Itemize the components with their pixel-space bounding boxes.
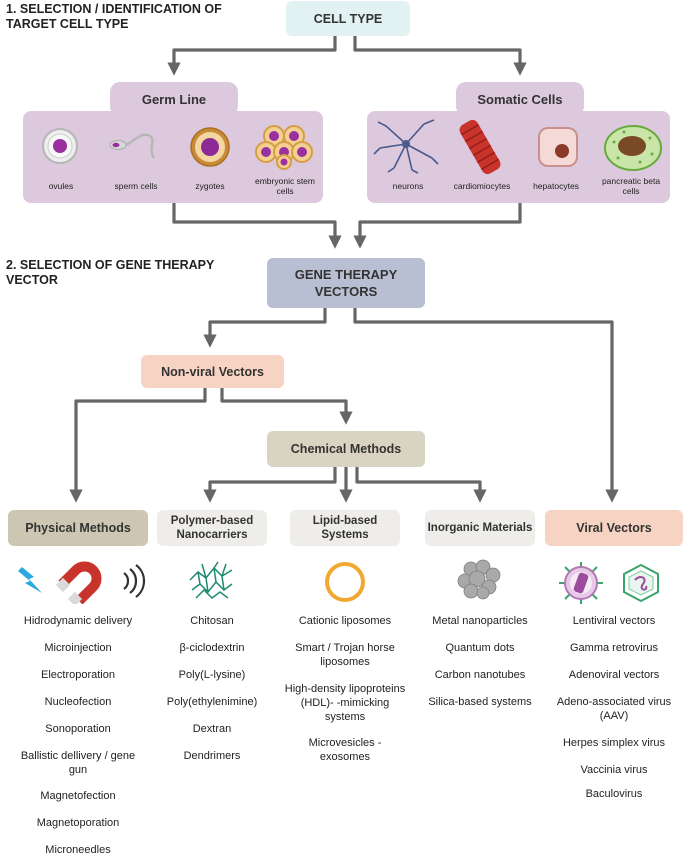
somatic-cell-label: pancreatic beta cells bbox=[601, 176, 661, 196]
germ-cell-label: sperm cells bbox=[114, 181, 158, 191]
somatic-cell-label: cardiomiocytes bbox=[453, 181, 511, 191]
arrow-to-polymer bbox=[203, 467, 337, 503]
physical-method-item: Ballistic dellivery / gene gun bbox=[20, 750, 136, 776]
polymer-item: Chitosan bbox=[190, 615, 234, 627]
cardiomyocyte-icon bbox=[459, 119, 501, 175]
viral-vector-item: Baculovirus bbox=[585, 788, 643, 800]
arrow-germ-to-vectors bbox=[172, 203, 342, 249]
non-viral-vectors-box: Non-viral Vectors bbox=[141, 355, 284, 388]
arrow-to-germ-line bbox=[167, 35, 337, 76]
lightning-icon bbox=[18, 567, 42, 593]
polymer-nanocarriers-box: Polymer-based Nanocarriers bbox=[157, 510, 267, 546]
embryonic-stem-cells-icon bbox=[255, 125, 313, 170]
arrow-to-inorganic bbox=[355, 467, 487, 503]
inorganic-item: Silica-based systems bbox=[428, 696, 532, 708]
arrow-to-non-viral bbox=[203, 308, 327, 348]
neuron-icon bbox=[373, 119, 439, 174]
viral-vector-item: Vaccinia virus bbox=[580, 764, 648, 776]
polymer-item: Dendrimers bbox=[183, 750, 241, 762]
physical-methods-box: Physical Methods bbox=[8, 510, 148, 546]
nanoparticle-cluster-icon bbox=[457, 559, 501, 600]
gene-therapy-vectors-box: GENE THERAPY VECTORS bbox=[267, 258, 425, 308]
chemical-methods-box: Chemical Methods bbox=[267, 431, 425, 467]
physical-method-item: Nucleofection bbox=[44, 696, 112, 708]
physical-method-item: Microneedles bbox=[45, 844, 111, 856]
lipid-systems-box: Lipid-based Systems bbox=[290, 510, 400, 546]
inorganic-item: Carbon nanotubes bbox=[434, 669, 526, 681]
physical-method-item: Microinjection bbox=[44, 642, 112, 654]
somatic-cell-label: hepatocytes bbox=[533, 181, 579, 191]
magnet-icon bbox=[56, 561, 102, 604]
arrow-to-viral bbox=[353, 308, 619, 503]
physical-method-item: Hidrodynamic delivery bbox=[23, 615, 133, 627]
pancreatic-beta-cell-icon bbox=[604, 125, 662, 171]
germ-cell-label: ovules bbox=[48, 181, 74, 191]
polymer-item: β-ciclodextrin bbox=[179, 642, 245, 654]
germ-line-title: Germ Line bbox=[110, 82, 238, 116]
lentivirus-icon bbox=[559, 562, 603, 604]
adenovirus-icon bbox=[623, 563, 659, 603]
zygote-icon bbox=[190, 127, 230, 167]
germ-cell-label: embryonic stem cells bbox=[255, 176, 315, 196]
lipid-item: High-density lipoproteins (HDL)- -mimick… bbox=[284, 683, 406, 723]
germ-cell-label: zygotes bbox=[195, 181, 225, 191]
inorganic-item: Quantum dots bbox=[445, 642, 515, 654]
polymer-network-icon bbox=[189, 561, 233, 599]
arrow-somatic-to-vectors bbox=[353, 203, 522, 249]
physical-method-item: Magnetoporation bbox=[36, 817, 120, 829]
physical-method-item: Magnetofection bbox=[40, 790, 116, 802]
lipid-item: Cationic liposomes bbox=[298, 615, 392, 627]
viral-vector-item: Adenoviral vectors bbox=[568, 669, 660, 681]
step2-heading: 2. SELECTION OF GENE THERAPY VECTOR bbox=[6, 258, 215, 287]
polymer-item: Poly(L-lysine) bbox=[178, 669, 246, 681]
somatic-cells-title: Somatic Cells bbox=[456, 82, 584, 116]
viral-vector-item: Herpes simplex virus bbox=[562, 737, 666, 749]
viral-vector-item: Adeno-associated virus (AAV) bbox=[556, 696, 672, 722]
viral-vectors-box: Viral Vectors bbox=[545, 510, 683, 546]
arrow-to-somatic bbox=[353, 35, 527, 76]
inorganic-materials-box: Inorganic Materials bbox=[425, 510, 535, 546]
physical-method-item: Sonoporation bbox=[45, 723, 111, 735]
lipid-item: Smart / Trojan horse liposomes bbox=[295, 642, 395, 668]
polymer-item: Poly(ethylenimine) bbox=[166, 696, 258, 708]
hepatocyte-icon bbox=[538, 127, 578, 167]
sperm-cell-icon bbox=[109, 133, 156, 159]
cell-type-box: CELL TYPE bbox=[286, 1, 410, 36]
physical-method-item: Electroporation bbox=[41, 669, 115, 681]
somatic-cell-label: neurons bbox=[392, 181, 424, 191]
arrow-to-physical bbox=[69, 386, 207, 503]
lipid-item: Microvesicles - exosomes bbox=[308, 737, 382, 763]
inorganic-item: Metal nanoparticles bbox=[432, 615, 528, 627]
sound-wave-icon bbox=[123, 564, 146, 598]
viral-vector-item: Gamma retrovirus bbox=[569, 642, 659, 654]
step1-heading: 1. SELECTION / IDENTIFICATION OF TARGET … bbox=[6, 2, 222, 31]
viral-vector-item: Lentiviral vectors bbox=[572, 615, 656, 627]
polymer-item: Dextran bbox=[192, 723, 232, 735]
liposome-icon bbox=[325, 562, 365, 602]
arrow-to-chemical bbox=[220, 386, 353, 425]
ovule-icon bbox=[42, 128, 78, 164]
